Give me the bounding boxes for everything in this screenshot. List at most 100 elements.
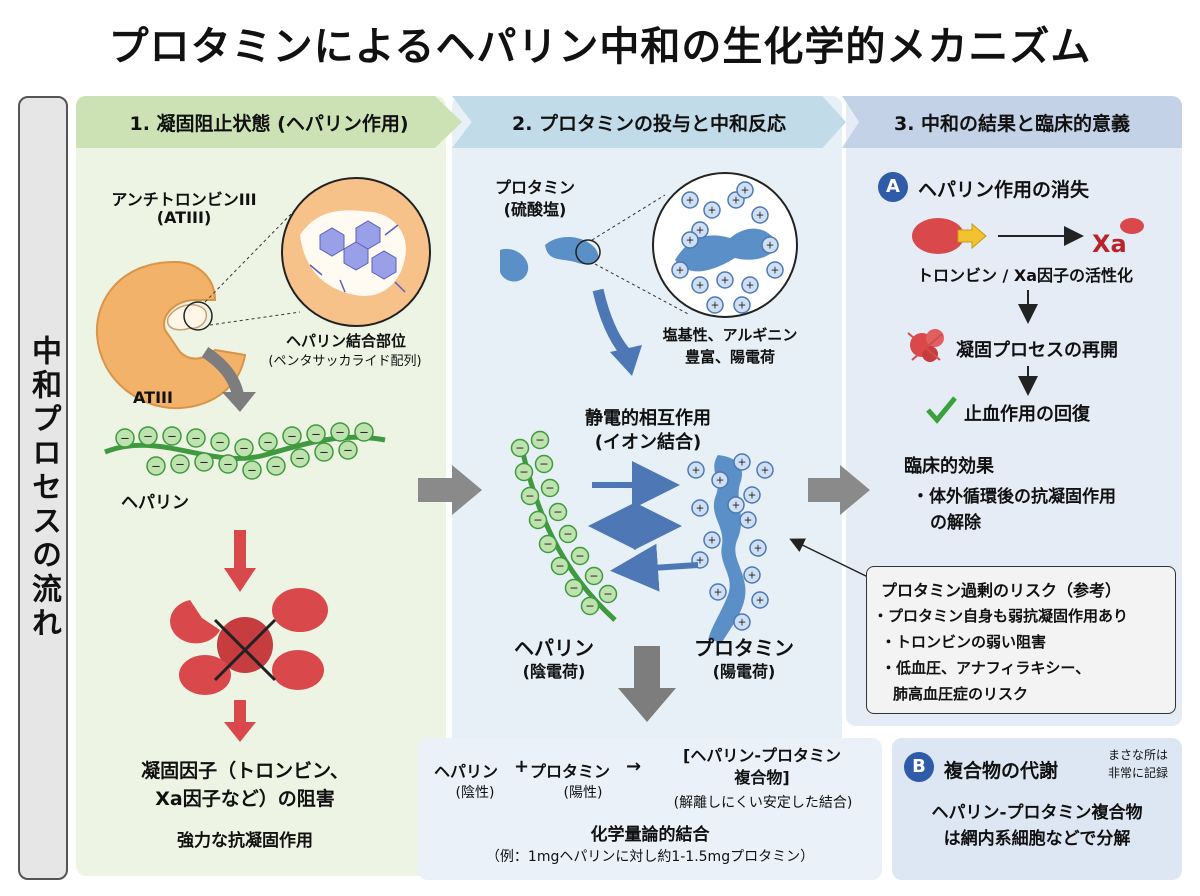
positive-charge: + xyxy=(716,271,734,289)
heparin-chain: −−−−−−−−−−−−−−−−−−−− xyxy=(104,422,386,480)
positive-charge: + xyxy=(711,471,729,489)
negative-charge: − xyxy=(530,430,550,450)
svg-text:+: + xyxy=(692,464,701,476)
svg-text:+: + xyxy=(756,209,765,221)
svg-text:−: − xyxy=(543,538,552,551)
eq-complex-line1: [ヘパリン-プロタミン xyxy=(683,746,841,765)
svg-text:+: + xyxy=(732,499,741,511)
badge-b: B xyxy=(904,752,934,782)
clinical-line2: の解除 xyxy=(930,513,981,533)
positive-charge: + xyxy=(749,539,767,557)
negative-charge: − xyxy=(306,424,326,444)
svg-text:+: + xyxy=(696,279,705,291)
svg-text:−: − xyxy=(271,459,281,473)
metabolism-box xyxy=(892,738,1182,880)
protamine-charge-label: (陽電荷) xyxy=(712,662,776,681)
clinical-line1: ・体外循環後の抗凝固作用 xyxy=(912,487,1116,507)
at3-label-line1: アンチトロンビンIII xyxy=(111,190,257,209)
svg-text:+: + xyxy=(738,299,747,311)
down-arrow-red xyxy=(224,530,256,592)
protamine-molecule xyxy=(500,236,601,282)
positive-charge: + xyxy=(741,276,759,294)
svg-text:+: + xyxy=(732,194,741,206)
negative-charge: − xyxy=(170,454,190,474)
heparin-label: ヘパリン xyxy=(121,493,189,513)
risk-line1: ・プロタミン自身も弱抗凝固作用あり xyxy=(873,607,1129,625)
down-arrow-red xyxy=(224,700,256,742)
positive-charge: + xyxy=(743,566,761,584)
svg-text:−: − xyxy=(120,431,130,445)
negative-charge: − xyxy=(548,502,568,522)
svg-text:−: − xyxy=(525,490,534,503)
antithrombin-protein xyxy=(95,260,247,410)
svg-text:+: + xyxy=(741,184,750,196)
negative-charge: − xyxy=(242,460,262,480)
svg-text:+: + xyxy=(686,194,695,206)
protamine-sublabel: (硫酸塩) xyxy=(503,200,567,219)
step-arrow xyxy=(418,465,482,515)
negative-charge: − xyxy=(540,478,560,498)
protamine-label: プロタミン xyxy=(694,636,794,660)
at3-to-heparin-arrow xyxy=(201,346,256,412)
section-a-title: ヘパリン作用の消失 xyxy=(918,179,1090,201)
header-step3: 3. 中和の結果と臨床的意義 xyxy=(842,96,1182,148)
metabolism-line1: ヘパリン-プロタミン複合物 xyxy=(931,803,1143,823)
negative-charge: − xyxy=(138,426,158,446)
positive-charge: + xyxy=(691,499,709,517)
svg-text:−: − xyxy=(603,588,612,601)
svg-text:−: − xyxy=(533,514,542,527)
eq-example: （例：1mgヘパリンに対し約1-1.5mgプロタミン） xyxy=(485,849,815,865)
negative-charge: − xyxy=(162,426,182,446)
positive-charge: + xyxy=(706,296,724,314)
svg-text:−: − xyxy=(311,427,321,441)
electrostatic-label: 静電的相互作用 xyxy=(585,408,711,429)
negative-charge: − xyxy=(570,546,590,566)
at3-short-label: ATIII xyxy=(133,388,173,407)
heparin-chain: −−−−−−−−−−−−−−−− xyxy=(510,430,618,622)
interaction-arrows xyxy=(588,461,699,592)
svg-text:−: − xyxy=(263,435,273,449)
svg-text:+: + xyxy=(708,204,717,216)
svg-text:+: + xyxy=(766,239,775,251)
negative-charge: − xyxy=(538,534,558,554)
down-arrow-gray xyxy=(618,646,676,722)
negative-charge: − xyxy=(234,438,254,458)
zoom-line xyxy=(591,194,666,241)
negative-charge: − xyxy=(520,486,540,506)
svg-text:+: + xyxy=(761,464,770,476)
sidebar-label: 中和プロセスの流れ xyxy=(26,335,61,641)
negative-charge: − xyxy=(510,438,530,458)
svg-text:+: + xyxy=(708,534,717,546)
svg-text:+: + xyxy=(748,489,757,501)
eq-heparin: ヘパリン xyxy=(434,762,499,781)
svg-text:−: − xyxy=(575,550,584,563)
risk-line2: ・トロンビンの弱い阻害 xyxy=(881,633,1047,651)
positive-charge: + xyxy=(766,261,784,279)
process-flow-sidebar: 中和プロセスの流れ xyxy=(18,96,68,880)
svg-text:+: + xyxy=(746,279,755,291)
positive-charges: +++++++++++++++ xyxy=(671,181,784,314)
positive-charge: + xyxy=(687,461,705,479)
risk-box: プロタミン過剰のリスク（参考） ・プロタミン自身も弱抗凝固作用あり ・トロンビン… xyxy=(866,566,1176,714)
svg-text:−: − xyxy=(553,506,562,519)
negative-charge: − xyxy=(186,428,206,448)
negative-charge: − xyxy=(528,510,548,530)
svg-text:−: − xyxy=(247,463,257,477)
svg-text:+: + xyxy=(711,299,720,311)
svg-text:+: + xyxy=(756,594,765,606)
eq-arrow: → xyxy=(626,756,642,777)
svg-text:+: + xyxy=(721,274,730,286)
svg-text:−: − xyxy=(199,455,209,469)
svg-text:−: − xyxy=(539,458,548,471)
protamine-to-interaction-arrow xyxy=(592,288,642,376)
electrostatic-sublabel: (イオン結合) xyxy=(594,432,702,453)
note-line2: 非常に記録 xyxy=(1107,766,1168,780)
anticoag-label: 強力な抗凝固作用 xyxy=(177,831,313,851)
eq-stoich: 化学量論的結合 xyxy=(590,825,710,845)
positive-charge: + xyxy=(761,236,779,254)
risk-title: プロタミン過剰のリスク（参考） xyxy=(881,581,1122,600)
svg-text:−: − xyxy=(151,459,161,473)
positive-charge: + xyxy=(671,261,689,279)
eq-complex-line2: 複合物] xyxy=(734,768,790,787)
